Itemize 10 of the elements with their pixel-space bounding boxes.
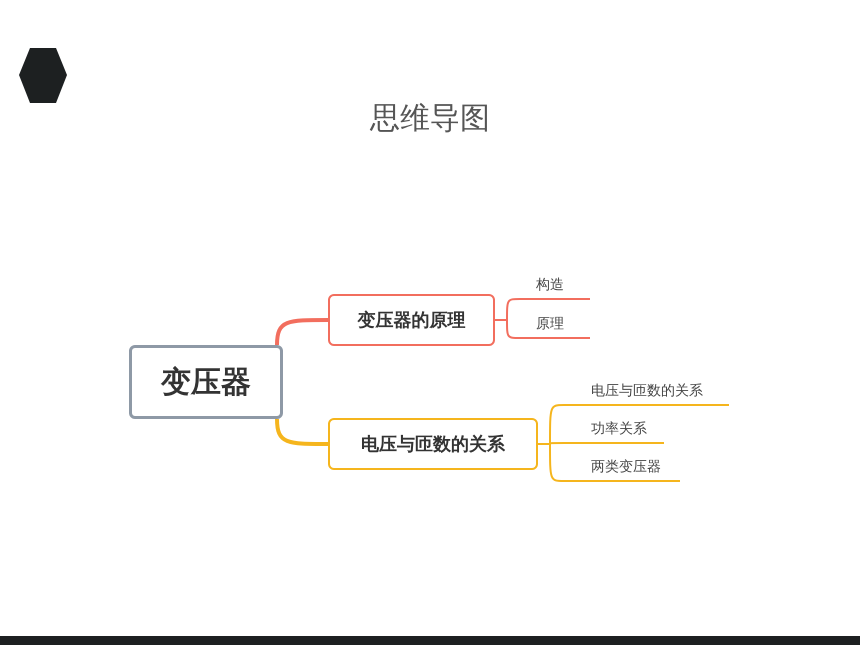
subtopic-label: 电压与匝数的关系 (575, 376, 729, 406)
topic-box: 变压器的原理 (328, 294, 495, 346)
subtopic-label: 功率关系 (575, 414, 664, 444)
central-topic-box: 变压器 (129, 345, 283, 419)
topic-box: 电压与匝数的关系 (328, 418, 538, 470)
subtopic-label: 构造 (520, 270, 590, 300)
diagram-title: 思维导图 (368, 100, 491, 138)
connector-line (538, 443, 575, 482)
subtopic-label: 原理 (520, 309, 590, 339)
subtopic-label: 两类变压器 (575, 452, 680, 482)
